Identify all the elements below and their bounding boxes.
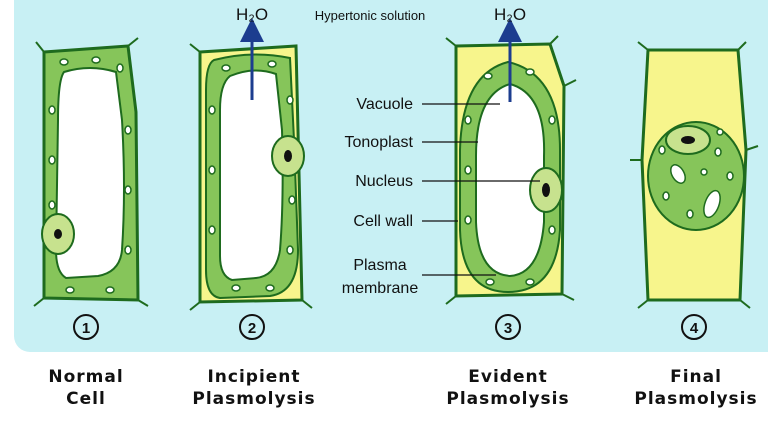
part-labels: Vacuole Tonoplast Nucleus Cell wall Plas… — [342, 96, 540, 297]
caption-2-line2: Plasmolysis — [192, 389, 316, 409]
cell-3-chloroplasts — [464, 68, 556, 286]
stage-number-3: 3 — [495, 314, 521, 340]
plasma-membrane-label-line1: Plasma — [353, 257, 406, 274]
cell-final — [630, 41, 759, 309]
cell-4-wall-junctions — [630, 41, 759, 309]
caption-final-plasmolysis: Final Plasmolysis — [626, 366, 766, 410]
svg-text:4: 4 — [690, 320, 699, 337]
stage-number-1: 1 — [73, 314, 99, 340]
caption-1-line2: Cell — [66, 389, 106, 409]
caption-incipient-plasmolysis: Incipient Plasmolysis — [182, 366, 326, 410]
water-label-right: H₂O — [494, 5, 526, 24]
cell-evident — [445, 18, 577, 305]
cell-2-wall-junctions — [189, 43, 313, 311]
cell-4-chloroplasts — [658, 128, 734, 219]
cell-3-wall-junctions — [445, 35, 577, 305]
caption-normal-cell: Normal Cell — [36, 366, 136, 410]
stage-number-4: 4 — [681, 314, 707, 340]
caption-3-line2: Plasmolysis — [446, 389, 570, 409]
svg-text:2: 2 — [248, 320, 256, 337]
caption-3-line1: Evident — [468, 367, 548, 387]
cell-normal — [33, 37, 149, 307]
tonoplast-label: Tonoplast — [345, 134, 414, 151]
nucleus-label: Nucleus — [355, 173, 413, 190]
caption-2-line1: Incipient — [207, 367, 301, 387]
svg-text:1: 1 — [82, 320, 90, 337]
cell-3-vacuole — [475, 82, 546, 278]
caption-1-line1: Normal — [48, 367, 124, 387]
caption-4-line1: Final — [670, 367, 722, 387]
water-label-left: H₂O — [236, 5, 268, 24]
caption-4-line2: Plasmolysis — [634, 389, 758, 409]
cell-wall-label: Cell wall — [353, 213, 413, 230]
cell-1-chloroplasts — [48, 56, 132, 294]
plasma-membrane-label-line2: membrane — [342, 280, 419, 297]
caption-evident-plasmolysis: Evident Plasmolysis — [436, 366, 580, 410]
vacuole-label: Vacuole — [356, 96, 413, 113]
hypertonic-solution-label: Hypertonic solution — [315, 8, 426, 23]
cell-2-vacuole — [219, 69, 284, 282]
stage-number-2: 2 — [239, 314, 265, 340]
cell-4-vacuoles — [670, 164, 721, 219]
cell-2-chloroplasts — [208, 60, 296, 292]
cell-incipient — [189, 18, 313, 311]
cell-1-wall-junctions — [33, 37, 149, 307]
svg-text:3: 3 — [504, 320, 512, 337]
